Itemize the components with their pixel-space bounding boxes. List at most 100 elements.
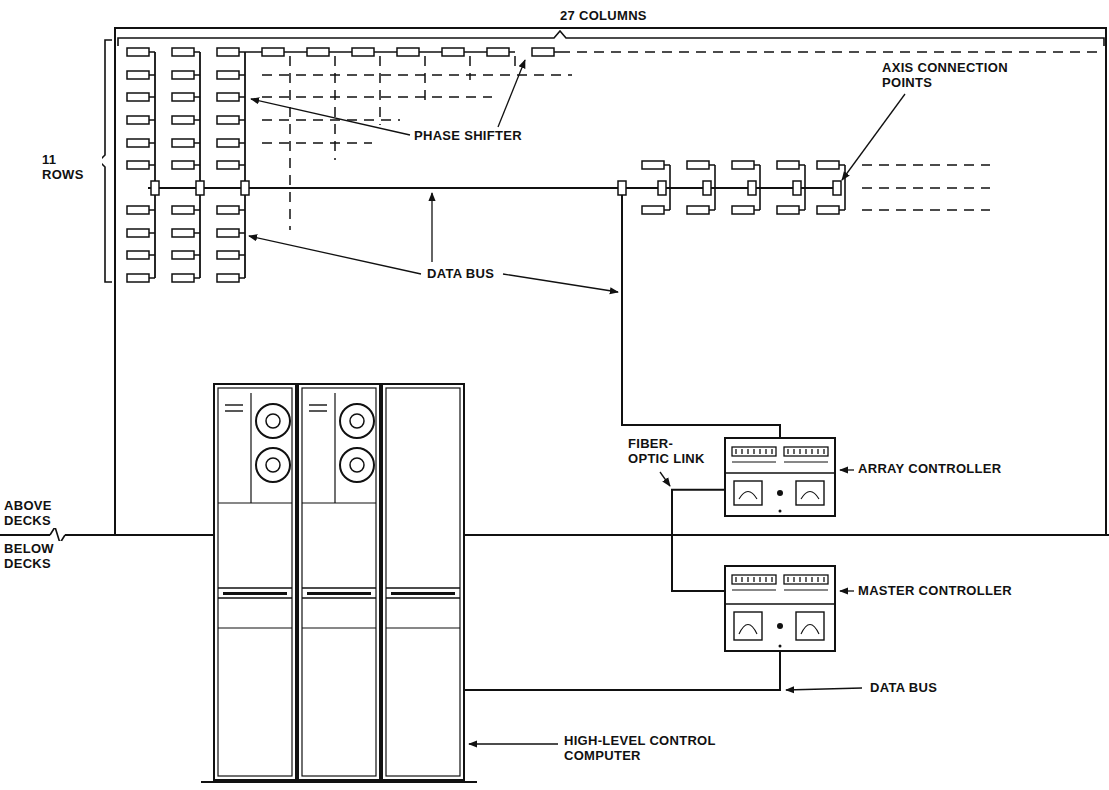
axis-connection-symbol	[196, 181, 204, 195]
display-digit	[753, 449, 754, 454]
equipment-drawing	[724, 565, 836, 652]
row-bus	[470, 51, 487, 53]
panel-divider	[725, 603, 835, 605]
controller-node: ARRAY CONTROLLER	[724, 437, 836, 517]
display-digit	[765, 577, 766, 582]
handle	[309, 410, 327, 411]
dashed-continuation	[289, 56, 291, 230]
cabinet-frame	[386, 388, 460, 776]
shifter-stub	[194, 164, 200, 166]
panel-line	[302, 587, 376, 588]
shifter-stub	[194, 96, 200, 98]
axis-connection-symbol	[151, 181, 159, 195]
shifter-stub	[149, 119, 155, 121]
display-digit	[823, 449, 824, 454]
computer-node: HIGH-LEVEL CONTROL COMPUTER	[213, 383, 465, 787]
phase-shifter-symbol	[217, 251, 239, 259]
dashed-continuation	[469, 56, 471, 80]
meter	[796, 612, 824, 640]
shifter-stub	[374, 51, 380, 53]
dashed-continuation	[862, 187, 990, 189]
panel-line	[386, 627, 460, 628]
meter	[734, 481, 762, 505]
phase-shifter-symbol	[817, 206, 839, 214]
shifter-stub	[419, 51, 425, 53]
equipment-drawing	[724, 437, 836, 517]
panel-line	[302, 502, 376, 503]
shifter-stub	[509, 51, 515, 53]
phase-shifter-symbol	[172, 93, 194, 101]
shifter-stub	[194, 232, 200, 234]
display-digit	[787, 449, 788, 454]
phase-shifter-symbol	[127, 116, 149, 124]
part-label: PHASE SHIFTER	[412, 128, 524, 143]
leader-line	[842, 94, 905, 180]
display-digit	[811, 449, 812, 454]
part-label: 27 COLUMNS	[558, 8, 649, 23]
knob	[779, 645, 782, 648]
equipment-outline	[724, 437, 836, 517]
display-digit	[817, 577, 818, 582]
shifter-stub	[194, 119, 200, 121]
phase-shifter-symbol	[217, 274, 239, 282]
row-bus	[290, 51, 307, 53]
meter-scale	[739, 492, 757, 500]
display-digit	[811, 577, 812, 582]
dimension-bracket	[118, 31, 1104, 46]
meter-scale	[739, 625, 757, 635]
axis-connection-symbol	[241, 181, 249, 195]
display-digit	[805, 577, 806, 582]
phase-shifter-symbol	[172, 139, 194, 147]
phase-shifter-symbol	[127, 93, 149, 101]
axis-connection-symbol	[658, 181, 666, 195]
panel-line	[784, 461, 828, 462]
panel-band	[391, 592, 455, 595]
controller-cabinet	[725, 438, 835, 516]
display-digit	[817, 449, 818, 454]
shifter-stub	[194, 74, 200, 76]
shifter-stub	[839, 164, 845, 166]
handle	[309, 404, 327, 405]
knob	[777, 623, 783, 629]
leader-line	[431, 193, 432, 262]
dashed-continuation	[862, 164, 990, 166]
dashed-continuation	[862, 209, 990, 211]
shifter-stub	[149, 254, 155, 256]
computer-cabinet	[214, 384, 296, 780]
display-digit	[735, 449, 736, 454]
phase-shifter-symbol	[487, 48, 509, 56]
shifter-stub	[239, 209, 245, 211]
part-label: BELOW DECKS	[2, 541, 62, 571]
panel-line	[218, 627, 292, 628]
tape-reel	[340, 448, 374, 482]
shifter-stub	[464, 51, 470, 53]
tape-reel	[256, 404, 290, 438]
tape-hub	[350, 458, 364, 472]
display-window	[784, 575, 828, 584]
phase-shifter-symbol	[217, 161, 239, 169]
meter-scale	[801, 492, 819, 500]
cabinet-frame	[302, 388, 376, 776]
phase-shifter-symbol	[127, 251, 149, 259]
phase-shifter-symbol	[172, 274, 194, 282]
dashed-continuation	[262, 74, 572, 76]
phase-shifter-symbol	[777, 161, 799, 169]
part-label: AXIS CONNECTION POINTS	[880, 60, 1016, 90]
panel-band	[307, 592, 371, 595]
link-label: FIBER-OPTIC LINK	[626, 436, 714, 466]
controller-node: MASTER CONTROLLER	[724, 565, 836, 652]
dashed-continuation	[262, 142, 372, 144]
row-bus	[335, 51, 352, 53]
tape-reel	[340, 404, 374, 438]
phase-shifter-symbol	[687, 161, 709, 169]
computer-cabinet	[298, 384, 380, 780]
axis-connection-symbol	[793, 181, 801, 195]
panel-line	[732, 461, 776, 462]
equipment-label: ARRAY CONTROLLER	[856, 461, 1035, 476]
display-digit	[787, 577, 788, 582]
shifter-stub	[239, 277, 245, 279]
shifter-stub	[554, 51, 560, 53]
phase-shifter-symbol	[127, 139, 149, 147]
phase-shifter-symbol	[732, 206, 754, 214]
dashed-continuation	[262, 96, 492, 98]
